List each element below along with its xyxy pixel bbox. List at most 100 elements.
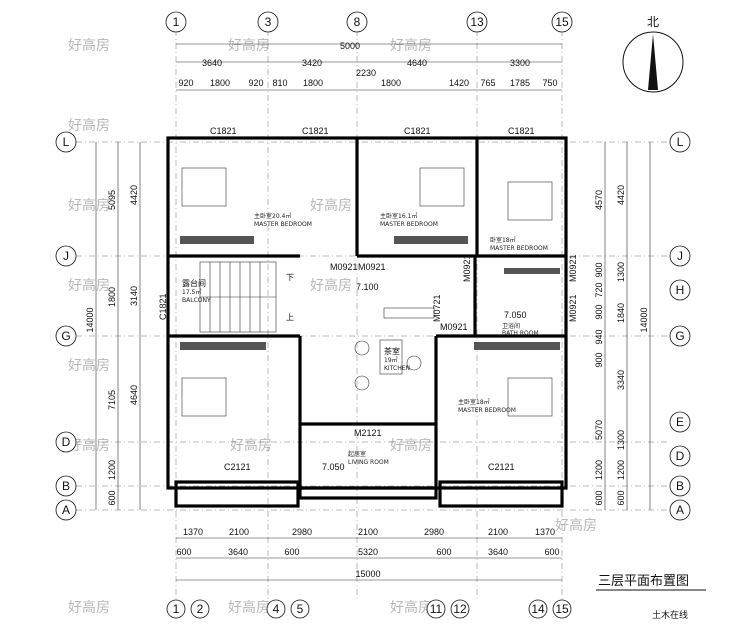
axis-label-left: J bbox=[63, 249, 69, 263]
watermark: 好高房 bbox=[390, 599, 432, 616]
room-area: 17.5㎡ bbox=[182, 288, 201, 296]
dimension: 600 bbox=[544, 547, 559, 557]
top-axis-markers: 1 3 8 13 15 bbox=[165, 11, 573, 33]
dimension-total: 14000 bbox=[639, 307, 649, 332]
room-labels: 露台间 17.5㎡ BALCONY 主卧室20.4㎡ MASTER BEDROO… bbox=[182, 212, 548, 466]
dimension: 2980 bbox=[424, 527, 444, 537]
watermark-layer: 好高房 好高房 好高房 好高房 好高房 好高房 好高房 好高房 好高房 好高房 … bbox=[68, 37, 597, 616]
watermark: 好高房 bbox=[310, 277, 352, 294]
dimension: 1300 bbox=[616, 262, 626, 282]
dimension-total: 5000 bbox=[340, 41, 360, 51]
axis-label-right: L bbox=[677, 135, 684, 149]
door-label: M0721 bbox=[432, 294, 442, 322]
room-name: 卧室18㎡ bbox=[490, 236, 516, 244]
axis-label-bottom: 12 bbox=[453, 602, 467, 616]
dimension: 2100 bbox=[488, 527, 508, 537]
stair-up-label: 上 bbox=[286, 313, 294, 322]
watermark: 好高房 bbox=[68, 37, 110, 54]
axis-label-right: B bbox=[676, 479, 684, 493]
axis-label-left: A bbox=[62, 503, 70, 517]
dimension: 5070 bbox=[594, 420, 604, 440]
watermark: 好高房 bbox=[68, 277, 110, 294]
window-label: C2121 bbox=[224, 462, 251, 472]
door-label: M0921 bbox=[440, 322, 468, 332]
dimension: 3420 bbox=[302, 58, 322, 68]
dimension: 1370 bbox=[183, 527, 203, 537]
axis-label-top: 1 bbox=[173, 15, 180, 29]
dimension: 900 bbox=[594, 352, 604, 367]
dimension: 1420 bbox=[449, 78, 469, 88]
watermark: 好高房 bbox=[228, 37, 270, 54]
door-label: M0921 bbox=[462, 254, 472, 282]
dimension: 920 bbox=[248, 78, 263, 88]
axis-label-bottom: 4 bbox=[273, 602, 280, 616]
dimension: 720 bbox=[594, 282, 604, 297]
left-dimensions: 14000 5095 4420 3140 1800 7105 4640 1200… bbox=[85, 142, 141, 510]
elevation: 7.050 bbox=[322, 462, 345, 472]
dimension: 4570 bbox=[594, 190, 604, 210]
watermark: 好高房 bbox=[68, 437, 110, 454]
dimension: 1200 bbox=[107, 460, 117, 480]
dimension: 1785 bbox=[510, 78, 530, 88]
dimension: 4420 bbox=[616, 185, 626, 205]
room-name-en: KITCHEN bbox=[384, 365, 410, 372]
room-name: 起居室 bbox=[348, 450, 366, 458]
watermark: 好高房 bbox=[228, 599, 270, 616]
axis-label-bottom: 1 bbox=[173, 602, 180, 616]
stair-down-label: 下 bbox=[286, 273, 294, 282]
axis-label-bottom: 15 bbox=[555, 602, 569, 616]
dimension: 1800 bbox=[107, 287, 117, 307]
watermark: 好高房 bbox=[390, 37, 432, 54]
dimension: 600 bbox=[107, 490, 117, 505]
axis-label-right: H bbox=[676, 283, 685, 297]
watermark: 好高房 bbox=[555, 517, 597, 534]
dimension: 600 bbox=[284, 547, 299, 557]
door-label: M2121 bbox=[354, 428, 382, 438]
axis-label-right: E bbox=[676, 415, 684, 429]
dimension-total: 15000 bbox=[355, 569, 380, 579]
room-name-en: MASTER BEDROOM bbox=[254, 221, 312, 228]
axis-label-right: G bbox=[675, 329, 684, 343]
axis-label-top: 15 bbox=[555, 15, 569, 29]
dimension: 1370 bbox=[535, 527, 555, 537]
room-name-en: MASTER BEDROOM bbox=[490, 245, 548, 252]
top-dimensions: 5000 3640 3420 4640 3300 2230 920 1800 9… bbox=[176, 41, 562, 91]
watermark: 好高房 bbox=[310, 197, 352, 214]
dimension: 3340 bbox=[616, 370, 626, 390]
dimension: 5095 bbox=[107, 190, 117, 210]
room-name: 主卧室16.1㎡ bbox=[380, 212, 417, 220]
dimension: 3640 bbox=[488, 547, 508, 557]
watermark: 好高房 bbox=[68, 599, 110, 616]
dimension: 2230 bbox=[356, 68, 376, 78]
watermark: 好高房 bbox=[68, 197, 110, 214]
room-name-en: BATH ROOM bbox=[502, 330, 539, 337]
dimension: 4640 bbox=[129, 385, 139, 405]
room-name-en: MASTER BEDROOM bbox=[380, 221, 438, 228]
bottom-dimensions: 1370 2100 2980 2100 2980 2100 1370 600 3… bbox=[176, 527, 562, 581]
dimension: 900 bbox=[594, 262, 604, 277]
room-name-en: BALCONY bbox=[182, 297, 211, 304]
axis-label-top: 3 bbox=[265, 15, 272, 29]
axis-label-top: 8 bbox=[354, 15, 361, 29]
corner-logo: 土木在线 bbox=[652, 609, 688, 620]
north-label: 北 bbox=[647, 15, 659, 29]
axis-label-bottom: 2 bbox=[197, 602, 204, 616]
room-name: 主卧室20.4㎡ bbox=[254, 212, 291, 220]
dimension: 600 bbox=[436, 547, 451, 557]
door-label: M0921 bbox=[568, 294, 578, 322]
axis-label-left: B bbox=[62, 479, 70, 493]
dimension: 920 bbox=[178, 78, 193, 88]
dimension: 1800 bbox=[381, 78, 401, 88]
window-label: C1821 bbox=[404, 126, 431, 136]
dimension: 3140 bbox=[129, 286, 139, 306]
dimension: 900 bbox=[594, 304, 604, 319]
drawing-title: 三层平面布置图 土木在线 bbox=[596, 574, 706, 620]
elevation: 7.050 bbox=[504, 310, 527, 320]
doors: M0921 M0921 M0921 M0721 M0921 M0921 M092… bbox=[330, 254, 578, 438]
axis-label-left: G bbox=[61, 329, 70, 343]
dimension: 5320 bbox=[358, 547, 378, 557]
elevation-marks: 7.100 7.050 7.050 bbox=[322, 282, 527, 472]
dimension: 1800 bbox=[303, 78, 323, 88]
dimension: 4640 bbox=[407, 58, 427, 68]
